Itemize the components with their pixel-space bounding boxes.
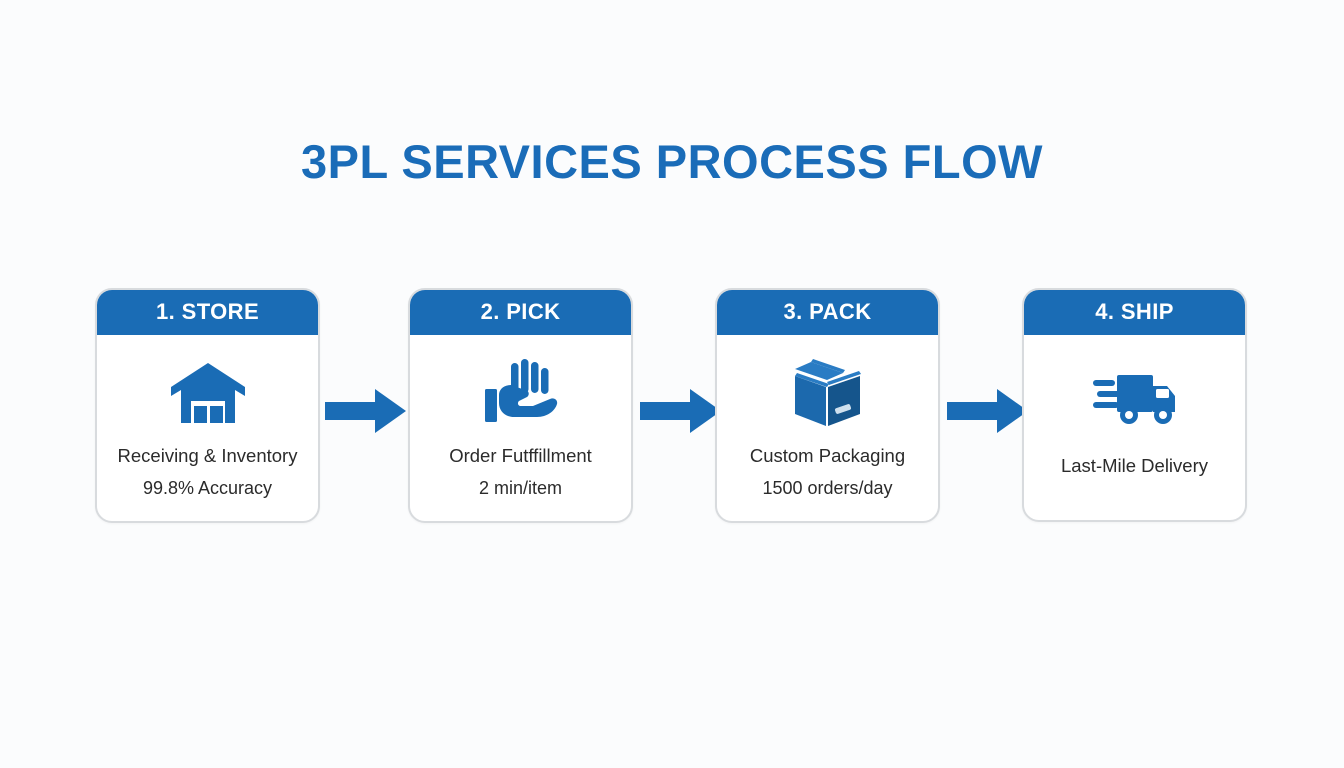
flow-step-card-pick[interactable]: 2. PICK Order Futffillment	[408, 288, 633, 523]
flow-step-label-pick: Order Futffillment	[449, 445, 592, 466]
flow-step-body-pick: Order Futffillment 2 min/item	[410, 335, 631, 520]
flow-step-card-pack[interactable]: 3. PACK	[715, 288, 940, 523]
flow-step-label-ship: Last-Mile Delivery	[1060, 455, 1208, 476]
flow-step-body-ship: Last-Mile Delivery	[1024, 335, 1245, 519]
hand-pick-icon	[478, 357, 564, 429]
flow-step-header-pack: 3. PACK	[717, 290, 938, 335]
arrow-right-icon	[640, 388, 722, 434]
arrow-right-icon	[947, 388, 1029, 434]
page-title: 3PL SERVICES PROCESS FLOW	[300, 135, 1044, 188]
delivery-truck-icon	[1092, 361, 1178, 433]
arrow-right-icon	[325, 388, 407, 434]
flow-step-header-pick: 2. PICK	[410, 290, 631, 335]
flow-step-header-store: 1. STORE	[97, 290, 318, 335]
warehouse-icon	[165, 357, 251, 429]
flow-step-label-store: Receiving & Inventory	[117, 445, 298, 466]
flow-step-card-ship[interactable]: 4. SHIP	[1022, 288, 1247, 522]
flow-step-label-pack: Custom Packaging	[749, 445, 906, 466]
process-flow-row: 1. STORE Receiving & Inventory 99.8% Acc…	[95, 288, 1247, 528]
flow-step-body-pack: Custom Packaging 1500 orders/day	[717, 335, 938, 520]
flow-step-metric-pick: 2 min/item	[478, 478, 563, 499]
flow-step-body-store: Receiving & Inventory 99.8% Accuracy	[97, 335, 318, 520]
package-box-icon	[785, 357, 871, 429]
flow-step-metric-pack: 1500 orders/day	[762, 478, 893, 499]
flow-step-metric-store: 99.8% Accuracy	[142, 478, 273, 499]
flow-step-card-store[interactable]: 1. STORE Receiving & Inventory 99.8% Acc…	[95, 288, 320, 523]
flow-step-header-ship: 4. SHIP	[1024, 290, 1245, 335]
